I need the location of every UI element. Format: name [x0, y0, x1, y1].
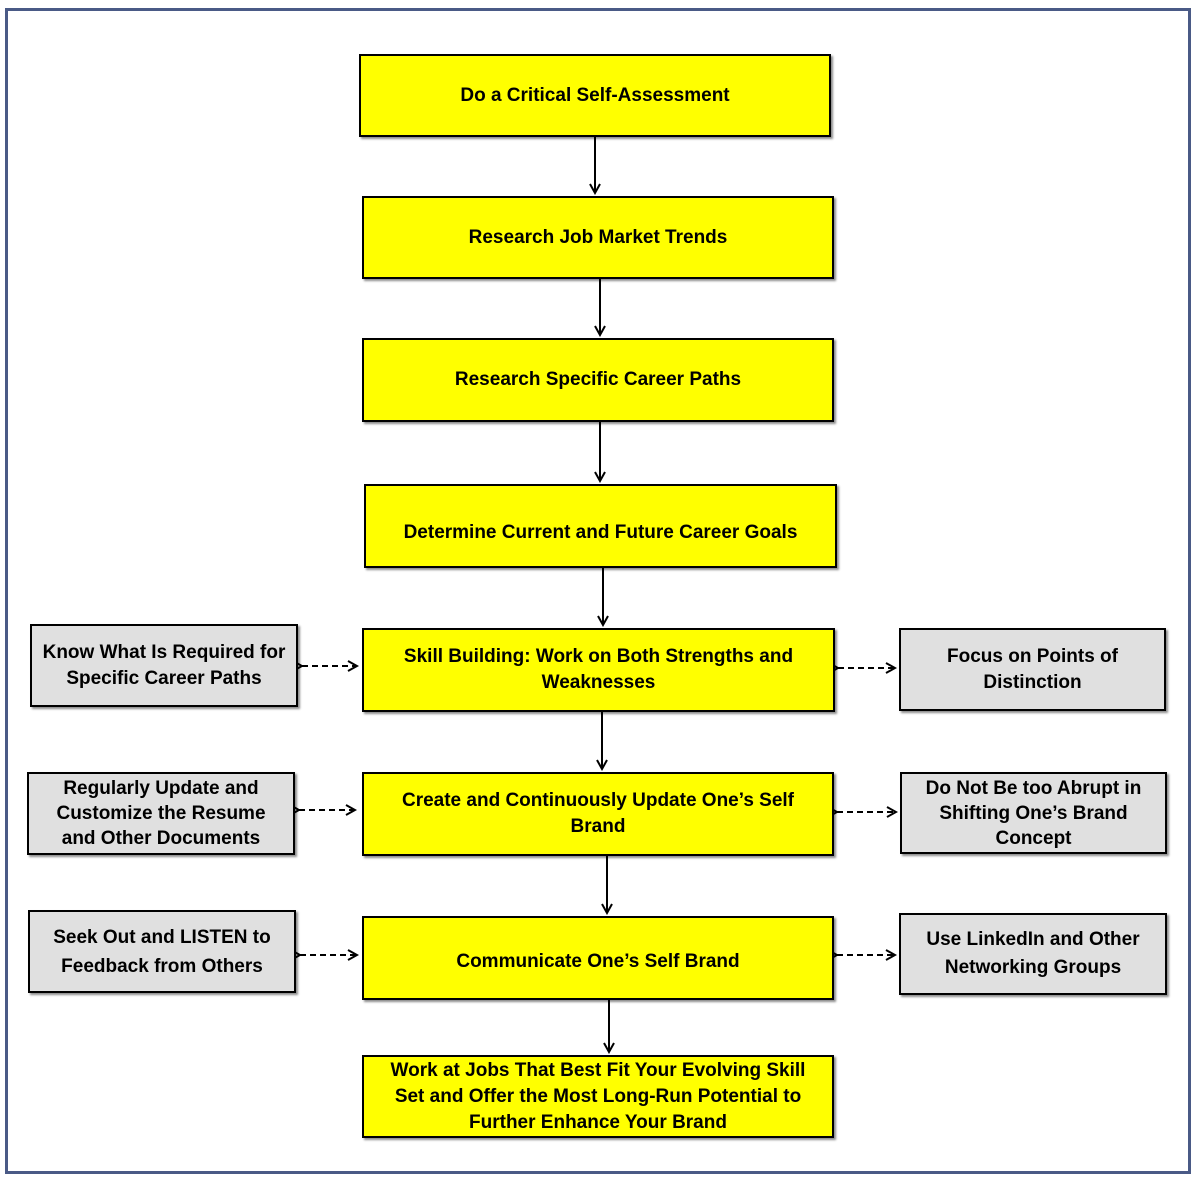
step-self-assessment: Do a Critical Self-Assessment: [359, 54, 831, 137]
note-update-resume: Regularly Update and Customize the Resum…: [27, 772, 295, 855]
step-skill-building: Skill Building: Work on Both Strengths a…: [362, 628, 835, 712]
step-career-goals: Determine Current and Future Career Goal…: [364, 484, 837, 568]
diagram-frame: [5, 8, 1191, 1174]
note-know-requirements: Know What Is Required for Specific Caree…: [30, 624, 298, 707]
note-brand-concept: Do Not Be too Abrupt in Shifting One’s B…: [900, 772, 1167, 854]
note-points-of-distinction: Focus on Points of Distinction: [899, 628, 1166, 711]
note-linkedin-networking: Use LinkedIn and Other Networking Groups: [899, 913, 1167, 995]
step-communicate-brand: Communicate One’s Self Brand: [362, 916, 834, 1000]
step-job-market-trends: Research Job Market Trends: [362, 196, 834, 279]
step-update-brand: Create and Continuously Update One’s Sel…: [362, 772, 834, 856]
step-career-paths: Research Specific Career Paths: [362, 338, 834, 422]
step-work-at-jobs: Work at Jobs That Best Fit Your Evolving…: [362, 1055, 834, 1138]
note-seek-feedback: Seek Out and LISTEN to Feedback from Oth…: [28, 910, 296, 993]
